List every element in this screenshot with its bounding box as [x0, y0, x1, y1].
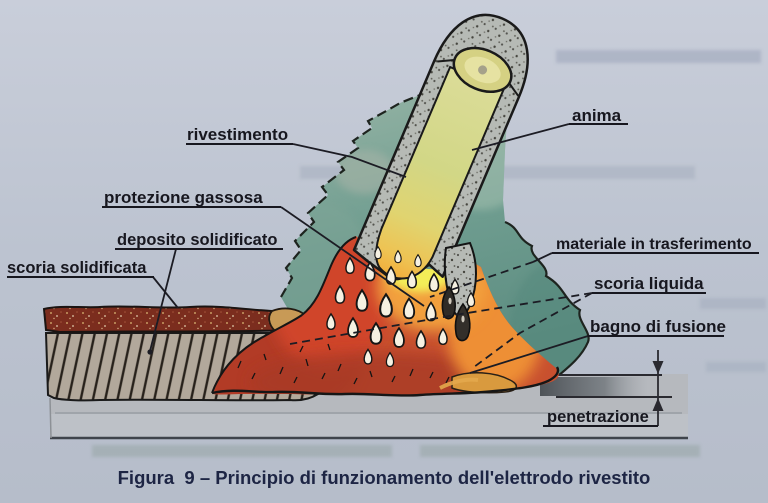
label-penetrazione: penetrazione	[547, 408, 649, 426]
leader-lines	[149, 123, 593, 374]
cloud-left-outline	[280, 93, 421, 298]
leader-scoria-liquida-2	[473, 292, 593, 368]
diagram-labels: rivestimento anima protezione gassosa de…	[7, 106, 759, 427]
leader-deposito-endpoint-dot	[147, 349, 153, 355]
pool-bottom-outline	[211, 366, 560, 397]
solidified-slag	[42, 305, 302, 334]
penetration-zone	[540, 377, 648, 396]
label-bagno-di-fusione: bagno di fusione	[590, 317, 726, 336]
pool-left-outline	[211, 314, 303, 394]
figure-caption: Figura 9 – Principio di funzionamento de…	[118, 467, 651, 488]
leader-scoria-liquida-1	[289, 292, 593, 345]
leader-anima	[471, 123, 570, 151]
leader-bagno-di-fusione	[469, 335, 589, 374]
label-materiale-in-trasferimento: materiale in trasferimento	[556, 236, 752, 253]
label-protezione-gassosa: protezione gassosa	[104, 188, 263, 207]
penetration-dimension	[652, 350, 664, 426]
flame-left-outline	[301, 236, 357, 316]
label-anima: anima	[572, 106, 622, 125]
leader-scoria-solidificata	[152, 276, 179, 309]
dark-slag-drops	[441, 285, 471, 342]
leader-deposito-solidificato	[149, 248, 177, 352]
label-deposito-solidificato: deposito solidificato	[117, 231, 277, 249]
label-rivestimento: rivestimento	[187, 125, 288, 144]
leader-materiale-solid	[532, 252, 553, 263]
leader-rivestimento	[292, 143, 407, 178]
pool-texture-marks	[237, 343, 450, 385]
cloud-right-outline	[504, 220, 590, 377]
leader-protezione-gassosa	[280, 206, 425, 307]
label-scoria-solidificata: scoria solidificata	[7, 259, 147, 277]
leader-materiale-dashed	[429, 261, 534, 298]
label-scoria-liquida: scoria liquida	[594, 274, 704, 293]
